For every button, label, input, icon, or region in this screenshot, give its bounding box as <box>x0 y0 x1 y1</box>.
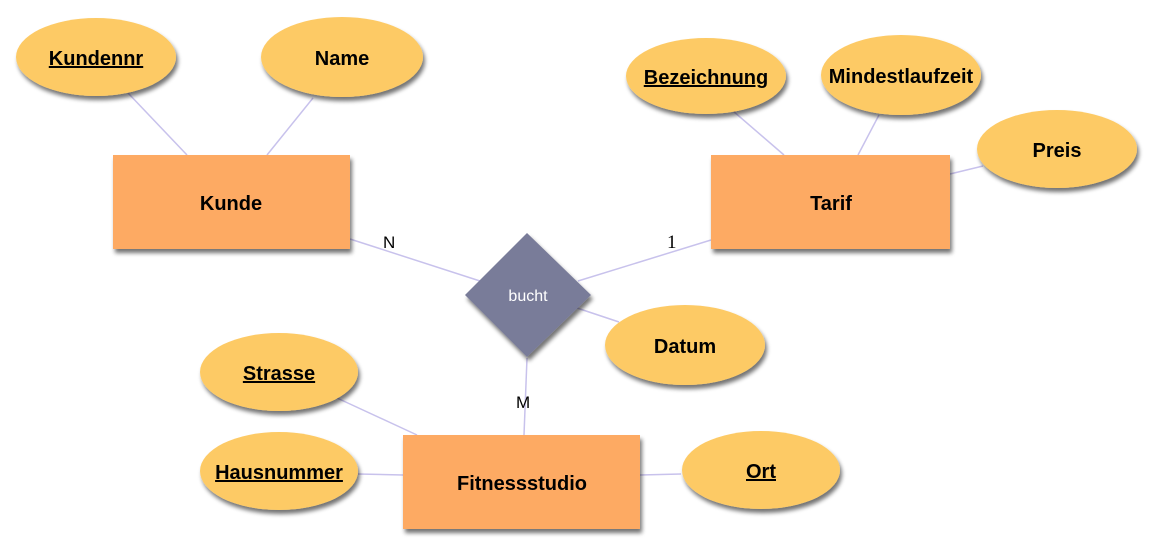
attribute-strasse[interactable]: Strasse <box>200 333 358 411</box>
attribute-hausnummer-ellipse <box>200 432 358 510</box>
entity-kunde-label: Kunde <box>200 193 262 215</box>
attribute-bezeichnung-label: Bezeichnung <box>644 67 768 89</box>
connector-name-kunde <box>266 97 314 156</box>
entity-tarif[interactable]: Tarif <box>711 155 950 249</box>
entity-fitnessstudio[interactable]: Fitnessstudio <box>403 435 640 529</box>
attribute-strasse-ellipse <box>200 333 358 411</box>
attribute-ort-ellipse <box>682 431 840 509</box>
attribute-name-ellipse <box>261 17 423 97</box>
connector-datum-bucht <box>576 307 620 323</box>
attribute-name-label: Name <box>315 48 369 70</box>
attribute-preis-ellipse <box>977 110 1137 188</box>
entity-kunde[interactable]: Kunde <box>113 155 350 249</box>
relationship-bucht-diamond <box>465 233 591 357</box>
connector-bucht-fitnessstudio <box>523 357 528 436</box>
attribute-preis[interactable]: Preis <box>977 110 1137 188</box>
attribute-bezeichnung-ellipse <box>626 38 786 114</box>
entity-tarif-label: Tarif <box>810 193 852 215</box>
attribute-kundennr-label: Kundennr <box>49 48 144 70</box>
connector-ort-fitnessstudio <box>639 473 682 476</box>
attribute-bezeichnung[interactable]: Bezeichnung <box>626 38 786 114</box>
cardinality-fitnessstudio: M <box>516 393 530 412</box>
attribute-kundennr[interactable]: Kundennr <box>16 18 176 96</box>
attribute-hausnummer-label: Hausnummer <box>215 462 343 484</box>
connector-bezeichnung-tarif <box>732 110 785 156</box>
attribute-preis-label: Preis <box>1033 140 1082 162</box>
cardinality-tarif: 1 <box>667 232 677 253</box>
connector-tarif-bucht <box>577 239 712 282</box>
attribute-name[interactable]: Name <box>261 17 423 97</box>
attribute-kundennr-ellipse <box>16 18 176 96</box>
relationship-bucht[interactable]: bucht <box>465 233 591 357</box>
connector-preis-tarif <box>949 165 984 175</box>
attribute-strasse-label: Strasse <box>243 363 315 385</box>
connector-hausnummer-fitnessstudio <box>357 473 404 476</box>
attribute-mindestlaufzeit-ellipse <box>821 35 981 115</box>
attribute-mindestlaufzeit[interactable]: Mindestlaufzeit <box>821 35 981 115</box>
attribute-hausnummer[interactable]: Hausnummer <box>200 432 358 510</box>
attribute-datum[interactable]: Datum <box>605 305 765 385</box>
relationship-bucht-label: bucht <box>508 288 548 305</box>
attribute-mindestlaufzeit-label: Mindestlaufzeit <box>829 66 974 88</box>
entity-fitnessstudio-box <box>403 435 640 529</box>
entity-tarif-box <box>711 155 950 249</box>
entity-kunde-box <box>113 155 350 249</box>
attribute-datum-label: Datum <box>654 336 716 358</box>
connector-kundennr-kunde <box>127 92 188 156</box>
cardinality-kunde: N <box>383 233 395 252</box>
entity-fitnessstudio-label: Fitnessstudio <box>457 473 587 495</box>
attribute-ort[interactable]: Ort <box>682 431 840 509</box>
connector-strasse-fitnessstudio <box>336 397 418 436</box>
attribute-ort-label: Ort <box>746 461 776 483</box>
connector-mindestlaufzeit-tarif <box>857 114 880 156</box>
connector-kunde-bucht <box>349 238 481 282</box>
attribute-datum-ellipse <box>605 305 765 385</box>
